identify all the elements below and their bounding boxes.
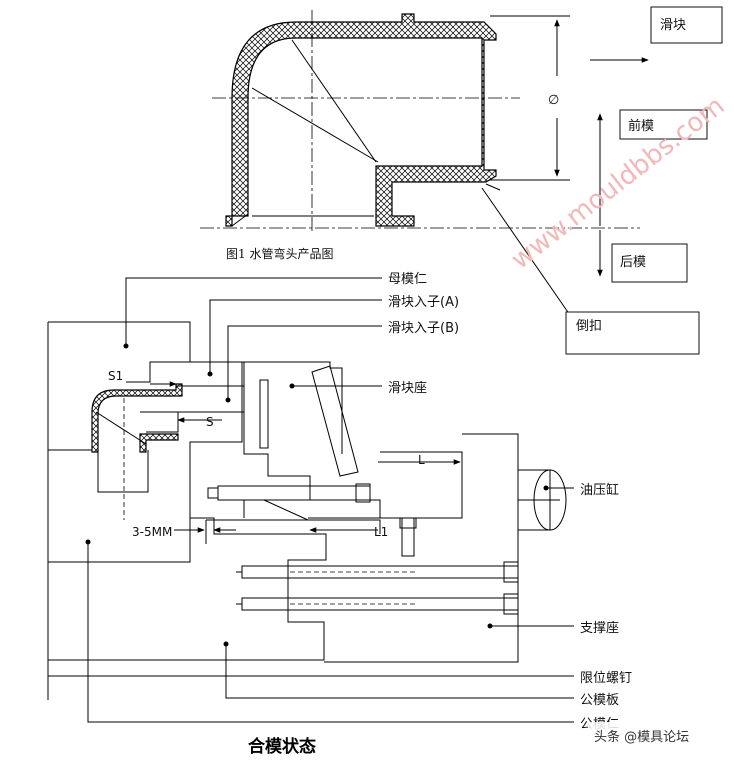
callout-support-seat: 支撑座 <box>580 621 619 636</box>
elbow-wall <box>225 13 497 227</box>
dim-s1: S1 <box>108 369 123 383</box>
callout-core-plate: 公模板 <box>580 693 619 708</box>
svg-text:滑块: 滑块 <box>660 18 686 33</box>
callout-slider-insert-b: 滑块入子(B) <box>388 321 459 336</box>
svg-text:前模: 前模 <box>628 118 654 134</box>
callout-stop-screw: 限位螺钉 <box>580 671 632 686</box>
figure1-pipe-elbow: ∅ <box>200 10 649 319</box>
callout-slider-insert-a: 滑块入子(A) <box>388 295 459 310</box>
label-front-mold: 前模 <box>619 109 708 140</box>
figure2-mold-assembly <box>47 277 574 723</box>
figure1-caption: 图1 水管弯头产品图 <box>226 246 333 261</box>
figure2-title: 合模状态 <box>248 736 316 757</box>
dim-l: L <box>418 453 425 467</box>
callout-slider-seat: 滑块座 <box>388 381 427 396</box>
dim-gap: 3-5MM <box>132 525 172 539</box>
callout-cavity-insert: 母模仁 <box>388 272 427 287</box>
dim-s: S <box>206 415 214 429</box>
dim-l1: L1 <box>374 525 388 539</box>
svg-text:倒扣: 倒扣 <box>576 319 602 334</box>
label-slider: 滑块 <box>650 6 723 44</box>
footer-attribution: 头条 @模具论坛 <box>594 729 689 745</box>
label-undercut: 倒扣 <box>565 311 700 355</box>
diameter-symbol: ∅ <box>548 93 559 108</box>
label-back-mold: 后模 <box>611 243 688 283</box>
svg-text:后模: 后模 <box>620 255 646 270</box>
callout-hydraulic-cylinder: 油压缸 <box>580 482 619 498</box>
